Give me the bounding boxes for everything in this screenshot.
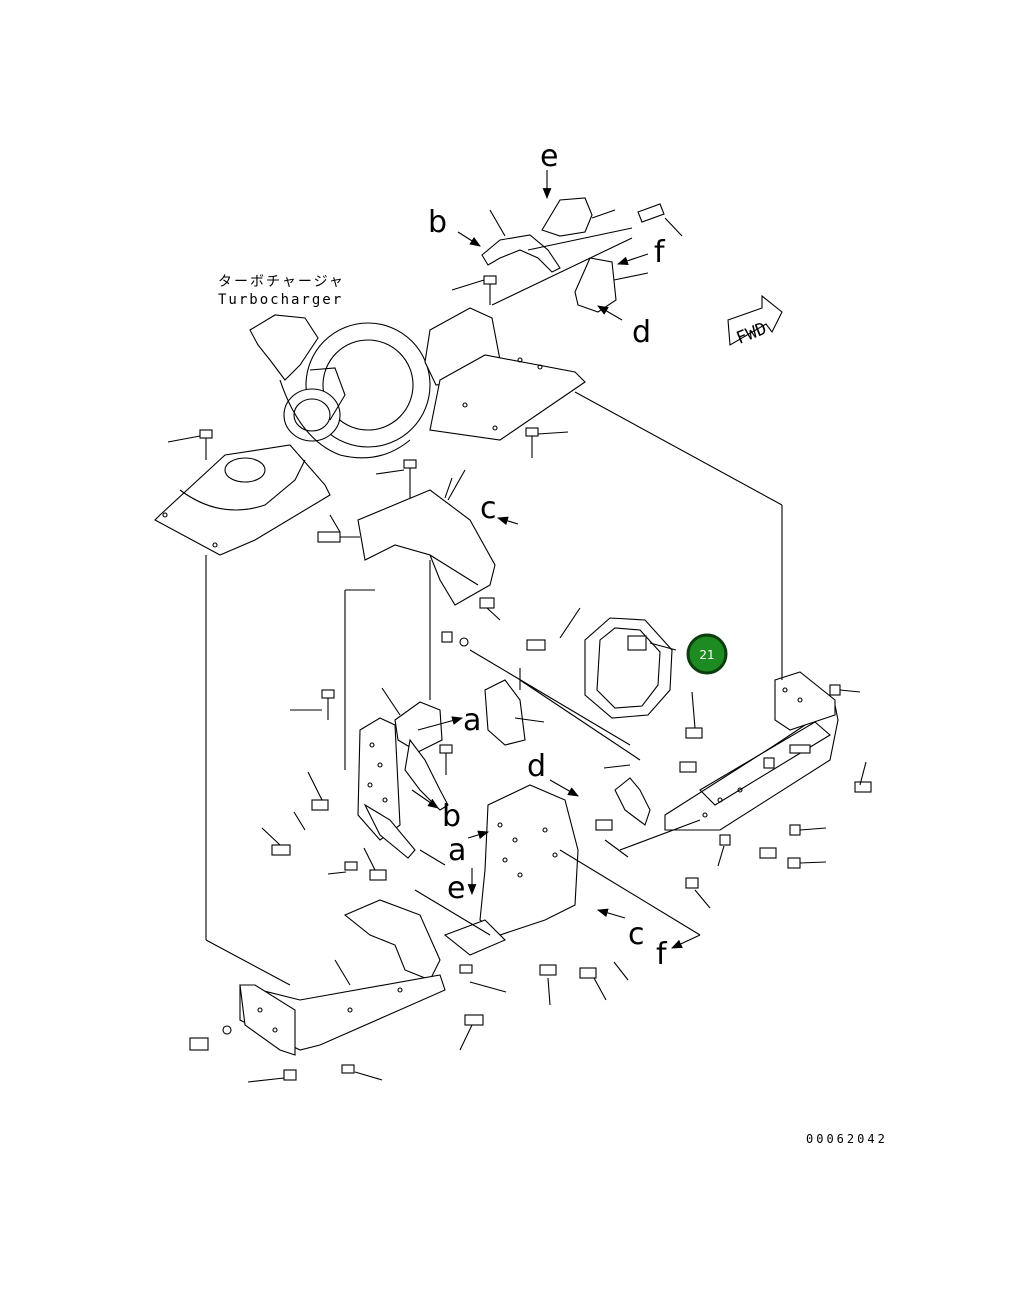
connector-label-e-top: e — [540, 139, 558, 174]
document-number: 00062042 — [806, 1132, 888, 1146]
guide-lines — [344, 560, 701, 936]
connector-label-b-top: b — [428, 205, 447, 240]
connector-label-e-center: e — [447, 871, 465, 906]
connector-label-c-upper: c — [480, 491, 497, 526]
callout-badge-21[interactable]: 21 — [686, 633, 728, 675]
connector-label-a-upper: a — [463, 703, 481, 738]
connector-arrows — [411, 170, 701, 949]
turbocharger-caption-jp: ターボチャージャ — [218, 274, 345, 290]
right-side-member — [574, 391, 839, 831]
center-main-bracket — [443, 777, 651, 956]
connector-label-a-center: a — [448, 833, 466, 868]
fasteners — [189, 631, 872, 1081]
center-left-bracket — [357, 679, 526, 859]
connector-label-d-center: d — [527, 749, 546, 784]
turbocharger — [154, 307, 586, 556]
connector-label-c-lower: c — [628, 917, 645, 952]
turbo-bolts — [167, 275, 569, 520]
round-cover-shield — [584, 617, 673, 719]
callout-number: 21 — [699, 648, 714, 662]
forward-direction-indicator: FWD — [727, 294, 783, 349]
lower-left-assembly — [205, 555, 446, 1056]
leader-lines — [247, 607, 867, 1083]
connector-label-b-center: b — [442, 799, 461, 834]
connector-label-d-top: d — [632, 315, 651, 350]
connector-label-f-lower: f — [656, 937, 668, 972]
turbocharger-caption-en: Turbocharger — [218, 292, 343, 308]
connector-label-f-top: f — [654, 235, 666, 270]
heat-shield-cover — [317, 469, 501, 621]
upper-bracket-assembly — [481, 197, 683, 313]
